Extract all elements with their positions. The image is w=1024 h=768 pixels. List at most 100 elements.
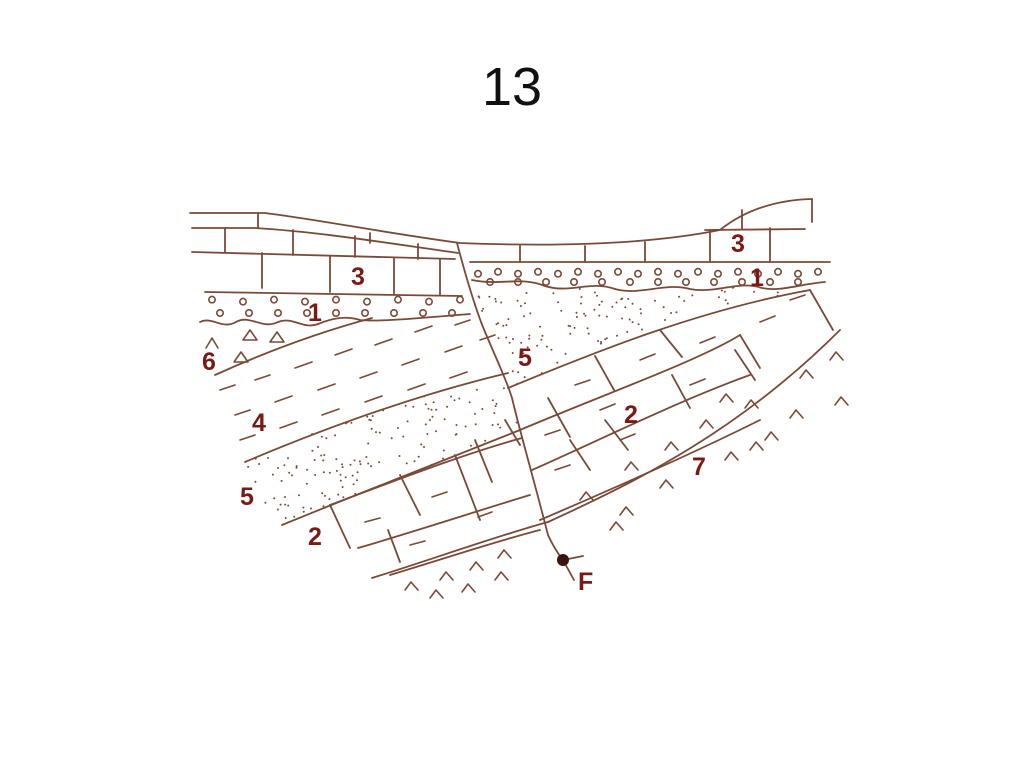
sand-dot <box>573 326 576 329</box>
sand-dot <box>584 314 587 317</box>
sand-dot <box>526 346 529 349</box>
sand-dot <box>583 312 586 315</box>
boundary-2-7-left <box>371 521 549 579</box>
sand-dot <box>678 295 681 298</box>
sand-dot <box>580 296 583 298</box>
sand-dot <box>541 334 544 337</box>
pebble <box>455 295 464 304</box>
sand-dot <box>725 286 728 289</box>
sand-dot <box>350 421 353 424</box>
sand-dot <box>349 463 352 466</box>
label-5-lower: 5 <box>240 483 254 511</box>
sand-dot <box>516 382 519 385</box>
sand-dot <box>511 370 514 373</box>
sand-dot <box>431 415 434 418</box>
sand-dot <box>310 507 312 510</box>
label-5-upper: 5 <box>518 344 532 372</box>
boundary-4-5 <box>244 372 509 463</box>
sand-dot <box>621 297 624 300</box>
sand-dot <box>654 299 656 302</box>
sand-dot <box>493 412 496 415</box>
sand-dot <box>724 299 727 302</box>
sand-dot <box>420 443 423 446</box>
sand-dot <box>488 295 491 298</box>
sand-dot <box>335 469 338 472</box>
pebble <box>673 269 682 278</box>
sand-dot <box>499 426 502 429</box>
sand-dot <box>611 305 614 308</box>
sand-dot <box>322 471 325 474</box>
pebble <box>331 308 340 317</box>
sand-dot <box>280 479 283 482</box>
sand-dot <box>320 454 323 457</box>
sand-dot <box>426 433 429 435</box>
sand-dot <box>396 427 399 429</box>
label-2-lower: 2 <box>308 523 322 551</box>
sand-dot <box>495 323 498 326</box>
sand-dot <box>536 344 539 347</box>
sand-dot <box>430 463 433 466</box>
fault-point <box>557 554 569 566</box>
sand-dot <box>627 298 630 300</box>
sand-dot <box>442 449 445 452</box>
sand-dot <box>569 325 572 328</box>
sand-dot <box>578 288 581 290</box>
sand-dot <box>539 325 542 328</box>
sand-dot <box>726 302 729 305</box>
sand-dot <box>662 306 665 309</box>
sand-dot <box>641 328 643 331</box>
sand-dot <box>378 431 381 434</box>
label-1-left: 1 <box>308 299 322 327</box>
boundary-2-7-right <box>547 329 841 523</box>
sand-dot <box>495 402 498 405</box>
layer-7-chevrons <box>404 351 849 599</box>
sand-dot <box>254 480 257 483</box>
sand-dot <box>505 324 508 327</box>
sand-dot <box>345 422 347 425</box>
sand-dot <box>443 418 446 421</box>
pebble <box>573 267 582 276</box>
sand-dot <box>277 467 279 469</box>
pebble <box>485 277 494 286</box>
pebble <box>216 308 225 317</box>
sand-dot <box>512 338 514 340</box>
sand-dot <box>382 409 385 412</box>
sand-dot <box>491 424 494 426</box>
sand-dot <box>525 292 528 294</box>
sand-dot <box>502 387 505 390</box>
pebble <box>533 267 542 276</box>
sand-dot <box>424 423 427 426</box>
sand-dot <box>475 388 478 391</box>
sand-dot <box>358 460 361 463</box>
sand-dot <box>258 463 261 465</box>
sand-dot <box>569 332 572 335</box>
layer-3-limestone <box>191 209 831 297</box>
sand-dot <box>508 341 511 344</box>
sand-dot <box>494 300 497 303</box>
sand-dot <box>328 498 331 501</box>
sand-dot <box>305 482 308 485</box>
sand-dot <box>481 309 484 312</box>
sand-dot <box>247 465 250 468</box>
sand-dot <box>507 318 510 321</box>
pebble <box>737 277 746 286</box>
pebble <box>393 295 402 304</box>
sand-dot <box>283 464 286 467</box>
layer-4-dashes <box>219 319 496 441</box>
ground-surface <box>189 198 813 246</box>
label-3-right: 3 <box>731 230 745 258</box>
pebble <box>597 277 606 286</box>
sand-dot <box>369 419 372 422</box>
sand-dot <box>557 301 560 304</box>
pebble <box>447 308 456 317</box>
sand-dot <box>564 352 567 355</box>
layer-1-base-right <box>471 279 826 292</box>
sand-dot <box>521 349 524 352</box>
pebble <box>418 308 427 317</box>
sand-dot <box>323 454 326 456</box>
pebble <box>208 295 217 304</box>
layer-2-dashes <box>364 294 806 546</box>
sand-dot <box>593 308 596 311</box>
sand-dot <box>302 510 305 513</box>
sand-dot <box>631 321 634 324</box>
